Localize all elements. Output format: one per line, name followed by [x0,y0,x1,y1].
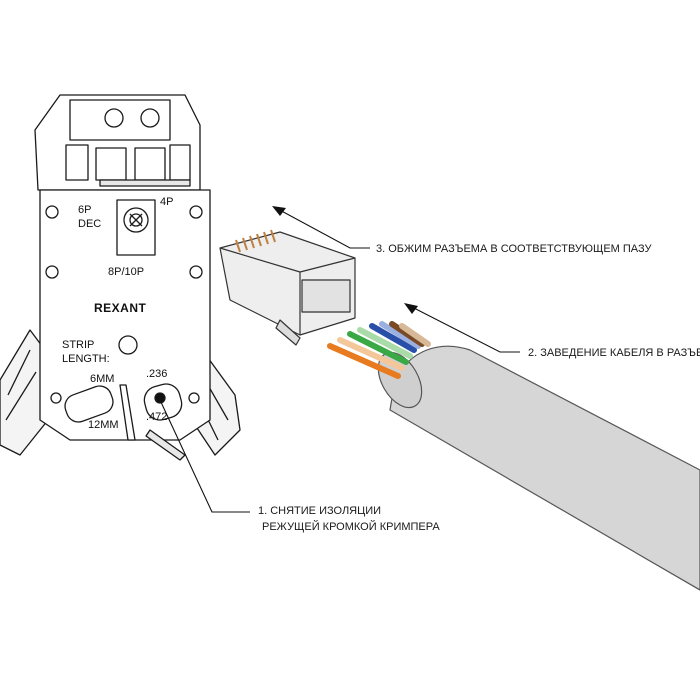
brand-logo: REXANT [94,301,147,315]
network-cable [327,321,700,591]
leader-step1 [159,399,250,513]
tool-label-6mm: 6MM [90,373,114,385]
crimper-body [39,189,211,441]
step2-label: 2. ЗАВЕДЕНИЕ КАБЕЛЯ В РАЗЪЕМ [528,347,700,359]
cable-wires [327,321,431,379]
rj45-connector [219,229,356,346]
step3-label: 3. ОБЖИМ РАЗЪЕМА В СООТВЕТСТВУЮЩЕМ ПАЗУ [376,243,653,255]
tool-label-8p10p: 8P/10P [108,266,144,278]
tool-label-4p: 4P [160,196,173,208]
leader-lines [159,207,520,513]
tool-label-236: .236 [146,368,167,380]
tool-label-472: .472 [146,411,167,423]
arrow-head-step2 [404,303,418,314]
tool-label-length: LENGTH: [62,353,110,365]
arrow-head-step3 [272,206,286,216]
step1-label-line2: РЕЖУЩЕЙ КРОМКОЙ КРИМПЕРА [262,520,440,533]
tool-label-6p: 6P [78,204,91,216]
cable-jacket [389,345,700,591]
tool-label-dec: DEC [78,218,101,230]
step1-label-line1: 1. СНЯТИЕ ИЗОЛЯЦИИ [258,505,381,517]
leader-step3 [275,207,370,249]
tool-label-12mm: 12MM [88,419,119,431]
tool-label-strip: STRIP [62,339,94,351]
crimper-tool [0,94,241,461]
leader-step2 [407,304,520,353]
